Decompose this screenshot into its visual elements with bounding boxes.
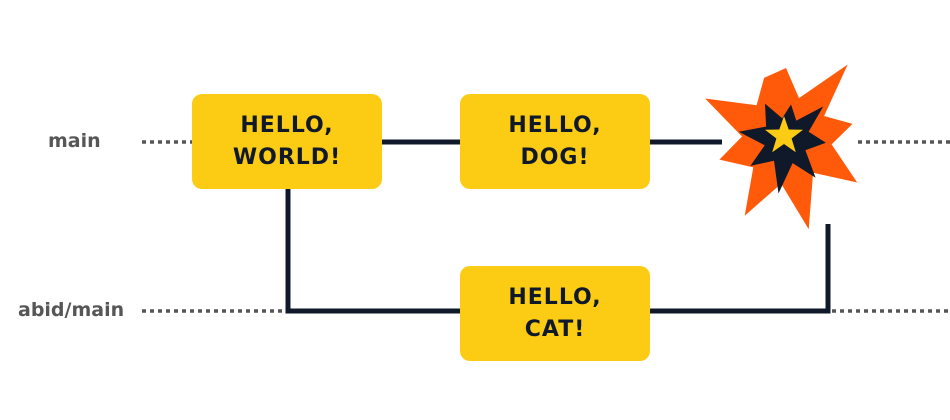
connector-cat-to-merge: [650, 224, 831, 314]
branch-label-main: main: [48, 130, 101, 152]
commit-line-2: WORLD!: [232, 144, 342, 170]
commit-hello-world: HELLO, WORLD!: [192, 94, 382, 189]
commit-hello-cat: HELLO, CAT!: [460, 266, 650, 361]
commit-line-1: HELLO,: [508, 284, 602, 310]
commit-hello-dog: HELLO, DOG!: [460, 94, 650, 189]
explosion-icon: [705, 64, 858, 230]
commit-line-2: CAT!: [524, 316, 586, 342]
branch-label-feature: abid/main: [18, 299, 125, 321]
commit-line-2: DOG!: [520, 144, 590, 170]
commit-line-1: HELLO,: [508, 112, 602, 138]
commit-line-1: HELLO,: [240, 112, 334, 138]
connector-world-to-cat: [285, 186, 462, 314]
